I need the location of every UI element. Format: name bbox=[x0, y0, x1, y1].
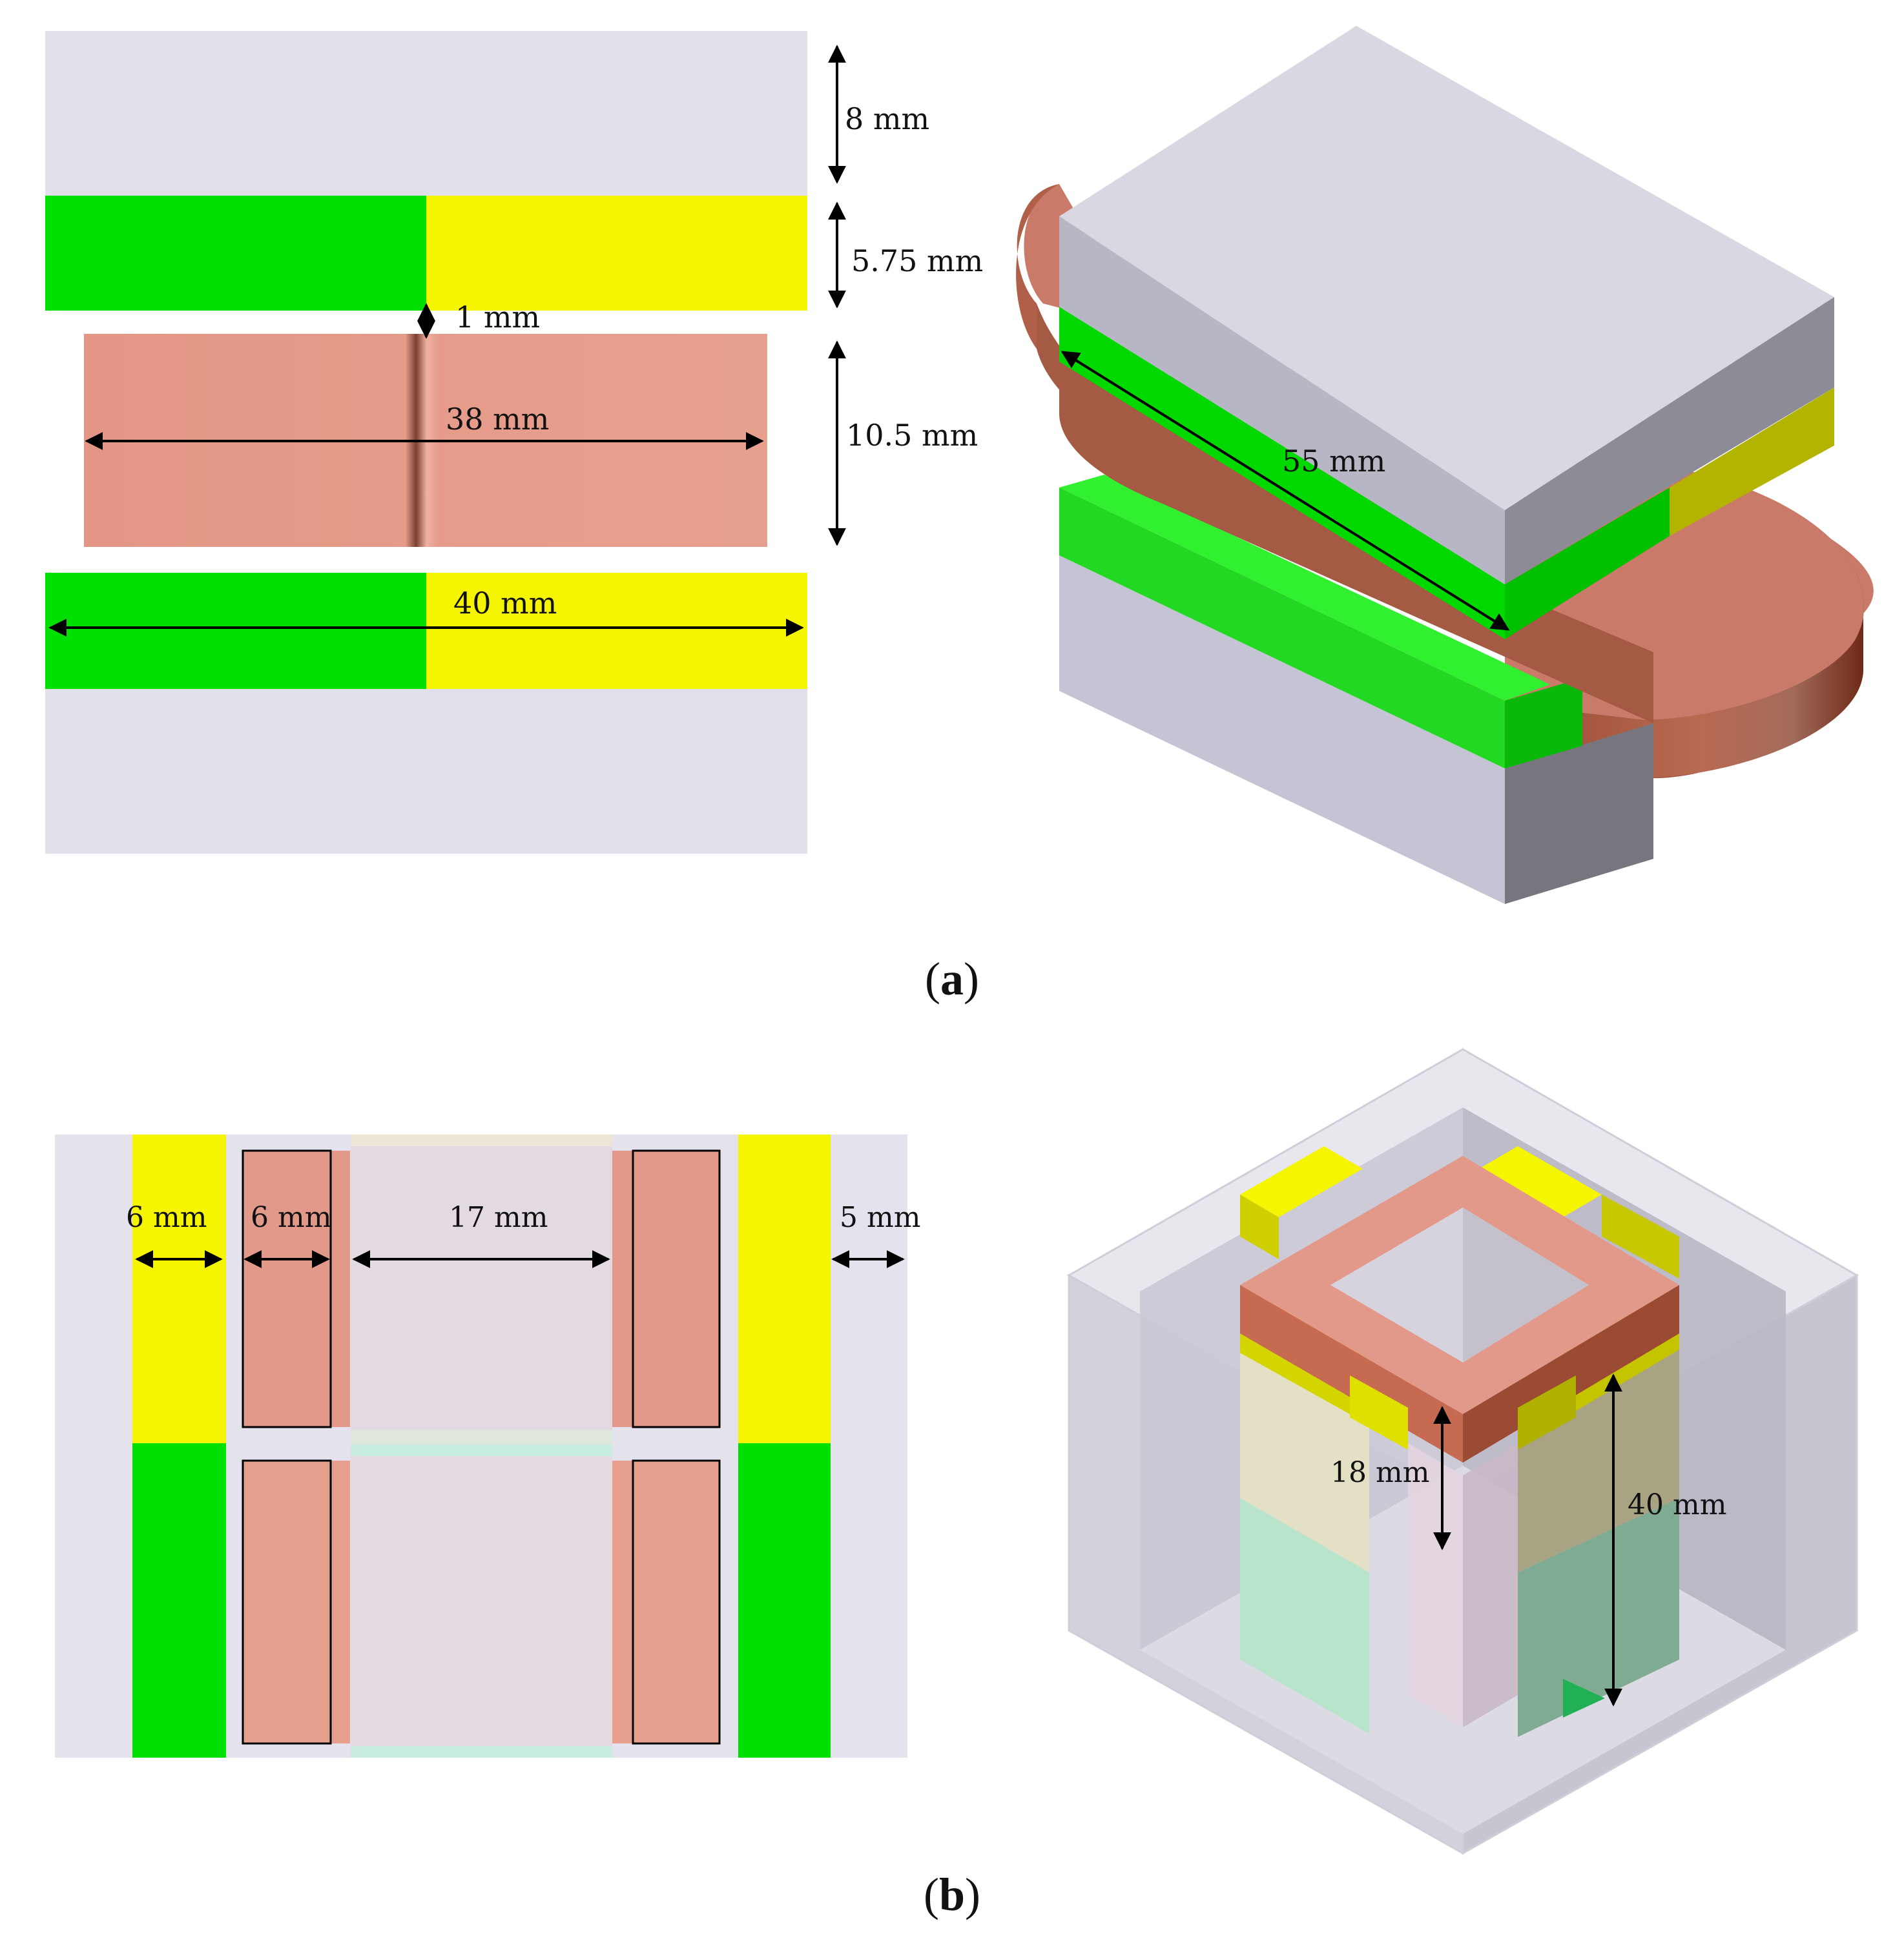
bottom-magnet-green bbox=[45, 573, 426, 689]
bottom-core-3d-right bbox=[1505, 723, 1653, 904]
top-core-3d-top bbox=[1059, 26, 1834, 510]
label-magnet-width: 6 mm bbox=[126, 1201, 207, 1234]
coil-left-lower bbox=[242, 1459, 332, 1745]
label-outer-width: 5 mm bbox=[840, 1201, 920, 1234]
label-total-height-3d: 40 mm bbox=[1628, 1488, 1726, 1521]
center-core-bottom-strip bbox=[351, 1746, 612, 1758]
bottom-magnet-3d-front bbox=[1505, 678, 1582, 768]
center-core-top-strip bbox=[351, 1135, 612, 1146]
top-core-3d-right bbox=[1505, 297, 1834, 584]
coil-ring-3d-hole-inner bbox=[1463, 1208, 1589, 1362]
col-left-green-front bbox=[1240, 1498, 1369, 1734]
label-center-width: 17 mm bbox=[449, 1201, 548, 1234]
yellow-block-back-left-top bbox=[1240, 1146, 1363, 1217]
bottom-core-block bbox=[45, 689, 807, 854]
label-top-core: 8 mm bbox=[845, 101, 929, 136]
left-magnet-green bbox=[132, 1443, 226, 1758]
panel-a-3d-view: 55 mm bbox=[1016, 26, 1874, 904]
top-magnet-yellow bbox=[426, 196, 807, 311]
coil-ring-3d-front-band bbox=[1505, 617, 1863, 778]
caption-b: (b) bbox=[924, 1869, 980, 1920]
yellow-block-front-corner-right bbox=[1518, 1375, 1576, 1450]
coil-right-upper bbox=[632, 1149, 721, 1428]
col-right-green-front bbox=[1518, 1498, 1679, 1737]
yellow-block-back-left-front bbox=[1240, 1195, 1279, 1259]
label-depth-3d: 55 mm bbox=[1282, 444, 1385, 478]
coil-left-upper bbox=[242, 1149, 332, 1428]
panel-a-section-view: 8 mm 5.75 mm 1 mm 38 mm 10.5 mm 40 mm bbox=[45, 31, 983, 854]
col-right-green-fill bbox=[1563, 1679, 1605, 1718]
panel-b-section-view: 6 mm 6 mm 17 mm 5 mm bbox=[55, 1135, 920, 1758]
label-gap: 1 mm bbox=[455, 300, 540, 334]
panel-b-3d-view: 18 mm 40 mm bbox=[1066, 1048, 1859, 1855]
label-coil-width: 38 mm bbox=[446, 402, 549, 437]
top-magnet-3d-green-front bbox=[1505, 488, 1670, 639]
label-magnet-width: 40 mm bbox=[453, 586, 557, 621]
label-coil-height-3d: 18 mm bbox=[1330, 1456, 1429, 1489]
right-magnet-green bbox=[738, 1443, 831, 1758]
bottom-core-3d-left bbox=[1059, 555, 1505, 904]
yellow-block-back-right-front bbox=[1602, 1195, 1679, 1279]
dim-arrow-depth-3d bbox=[1061, 351, 1510, 631]
top-magnet-green bbox=[45, 196, 426, 311]
label-magnet-height: 5.75 mm bbox=[851, 243, 983, 278]
right-magnet-yellow bbox=[738, 1135, 831, 1443]
coil-ring-3d-left-side bbox=[1016, 184, 1059, 349]
top-magnet-3d-yellow-front bbox=[1670, 387, 1834, 536]
center-core-mid-strip-green bbox=[351, 1444, 612, 1456]
left-magnet-yellow bbox=[132, 1135, 226, 1443]
yellow-block-back-right-top bbox=[1479, 1146, 1602, 1217]
coil-right-lower bbox=[632, 1459, 721, 1745]
caption-a: (a) bbox=[925, 953, 979, 1005]
top-core-block bbox=[45, 31, 807, 196]
center-core-3d-right bbox=[1463, 1443, 1518, 1727]
coil-ring-3d-right-face bbox=[1463, 1285, 1679, 1463]
label-coil-height: 10.5 mm bbox=[846, 418, 978, 453]
label-coil-width: 6 mm bbox=[251, 1201, 331, 1234]
yellow-block-front-corner-left bbox=[1350, 1375, 1408, 1450]
